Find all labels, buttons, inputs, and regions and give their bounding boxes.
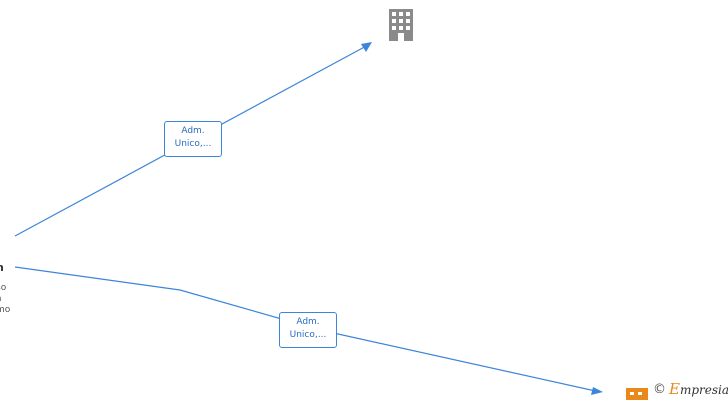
brand-watermark: © Empresia — [626, 379, 728, 399]
edge-label-bottom-line1: Adm. — [296, 317, 320, 327]
person-node-name[interactable]: n — [0, 262, 4, 273]
edge-label-bottom-line2: Unico,... — [289, 330, 327, 340]
building-icon[interactable] — [389, 9, 413, 41]
edge-to-bottom-right — [14, 266, 601, 393]
edge-label-top-line2: Unico,... — [174, 139, 212, 149]
brand-name-rest: mpresia — [679, 383, 728, 397]
edge-label-top[interactable]: Adm. Unico,... — [164, 121, 222, 157]
copyright-symbol: © — [653, 381, 666, 397]
person-node-text-line2: a — [0, 294, 2, 305]
brand-logo-icon — [626, 388, 648, 400]
edge-label-bottom[interactable]: Adm. Unico,... — [279, 312, 337, 348]
person-node-text-line1: so — [0, 283, 7, 293]
edge-label-top-line1: Adm. — [181, 126, 205, 136]
edge-arrowhead-bottom — [591, 387, 603, 395]
brand-name: Empresia — [669, 380, 728, 398]
edge-arrowhead-top — [361, 42, 372, 52]
brand-name-initial: E — [669, 380, 680, 398]
person-node-text-line3: mo — [0, 305, 11, 315]
